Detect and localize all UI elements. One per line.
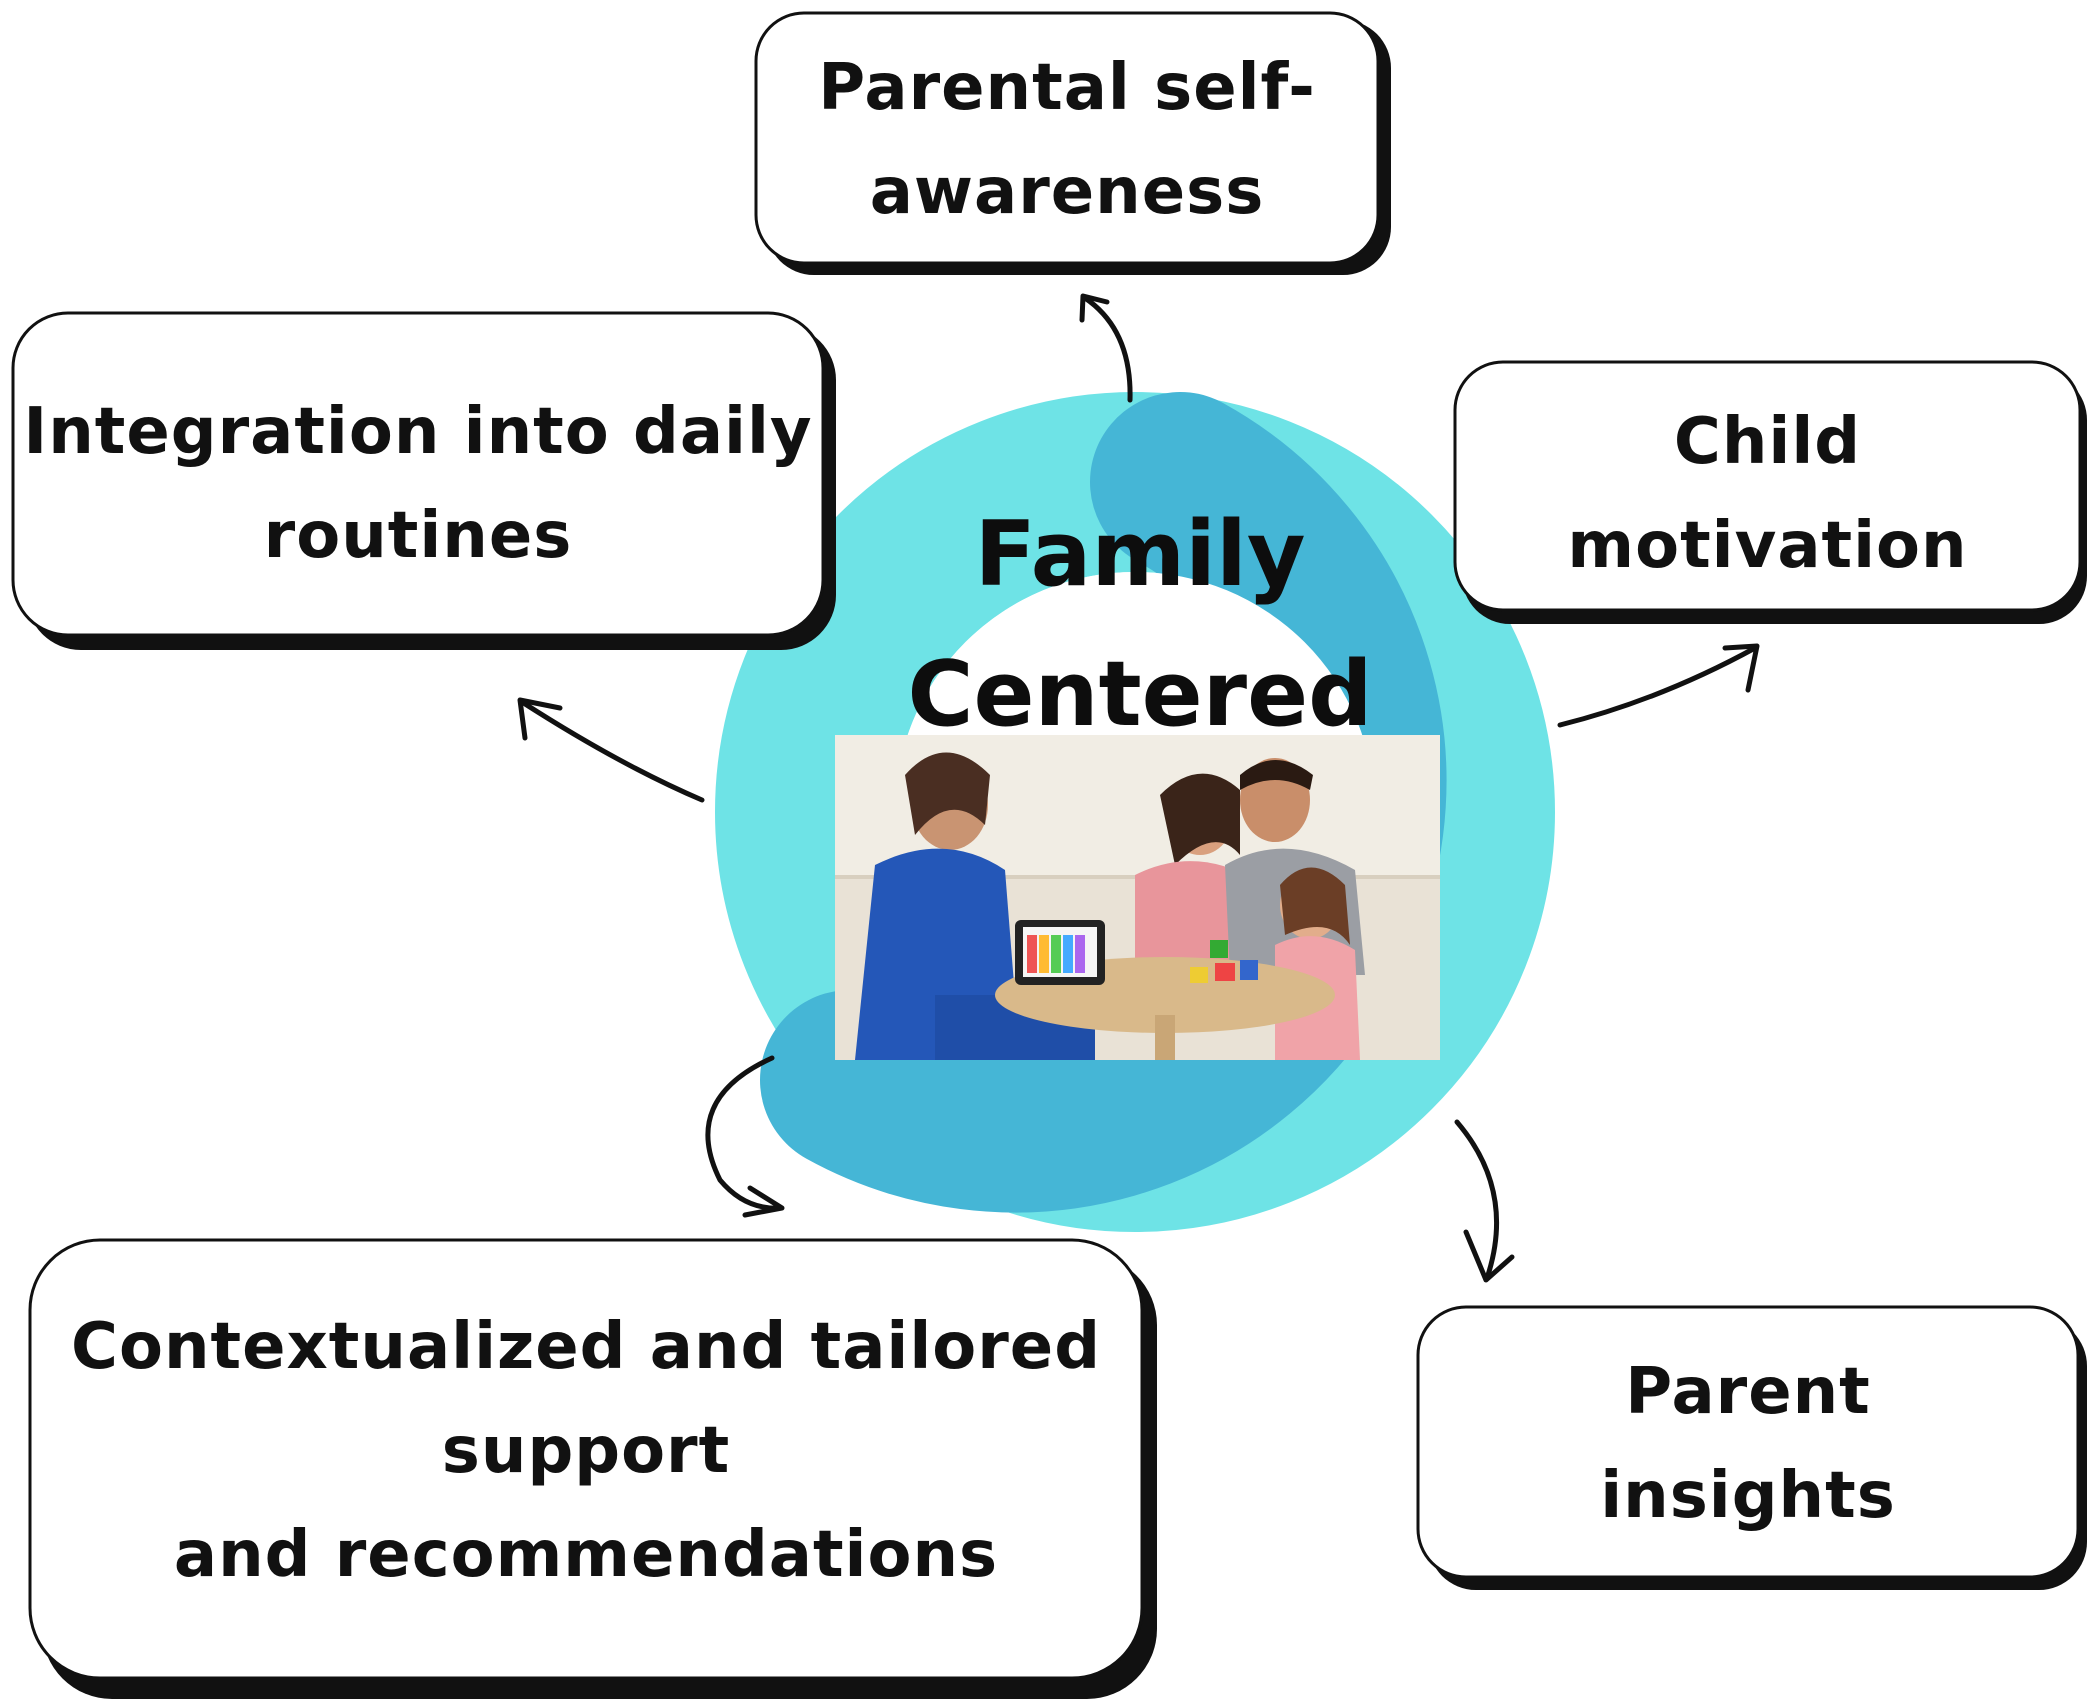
node-parent-insights: Parent insights xyxy=(1418,1340,2078,1548)
node-contextualized-support: Contextualized and tailored support and … xyxy=(30,1295,1142,1607)
arrow-to-integration-daily-routines xyxy=(517,697,705,803)
arrow-to-parental-self-awareness xyxy=(1079,293,1133,403)
box-parental-self-awareness xyxy=(754,11,1391,275)
node-label-line1: Integration into daily xyxy=(23,395,813,469)
center-title: Family Centered xyxy=(880,485,1400,765)
node-label-line2: support xyxy=(441,1414,731,1488)
node-label-line1: Contextualized and tailored xyxy=(71,1310,1101,1384)
node-label-line2: routines xyxy=(263,499,573,573)
family-photo xyxy=(835,735,1440,1060)
arrow-to-parent-insights xyxy=(1454,1119,1515,1283)
node-integration-daily-routines: Integration into daily routines xyxy=(13,380,823,588)
arrow-to-contextualized-support xyxy=(705,1055,785,1218)
node-label-line3: and recommendations xyxy=(173,1518,999,1592)
box-integration-daily-routines xyxy=(11,311,836,650)
box-child-motivation xyxy=(1453,360,2087,624)
center-title-line2: Centered xyxy=(907,642,1373,747)
node-label-line1: Parent xyxy=(1625,1355,1871,1429)
arrow-to-child-motivation xyxy=(1557,643,1760,728)
node-child-motivation: Child motivation xyxy=(1455,390,2080,598)
node-label-line1: Parental self- xyxy=(818,51,1316,125)
box-contextualized-support xyxy=(28,1238,1157,1699)
node-parental-self-awareness: Parental self- awareness xyxy=(756,36,1378,244)
center-title-line1: Family xyxy=(974,502,1306,607)
node-label-line2: awareness xyxy=(869,155,1265,229)
node-label-line2: insights xyxy=(1600,1459,1896,1533)
box-parent-insights xyxy=(1416,1305,2087,1590)
node-label-line2: motivation xyxy=(1567,509,1968,583)
node-label-line1: Child xyxy=(1673,405,1862,479)
